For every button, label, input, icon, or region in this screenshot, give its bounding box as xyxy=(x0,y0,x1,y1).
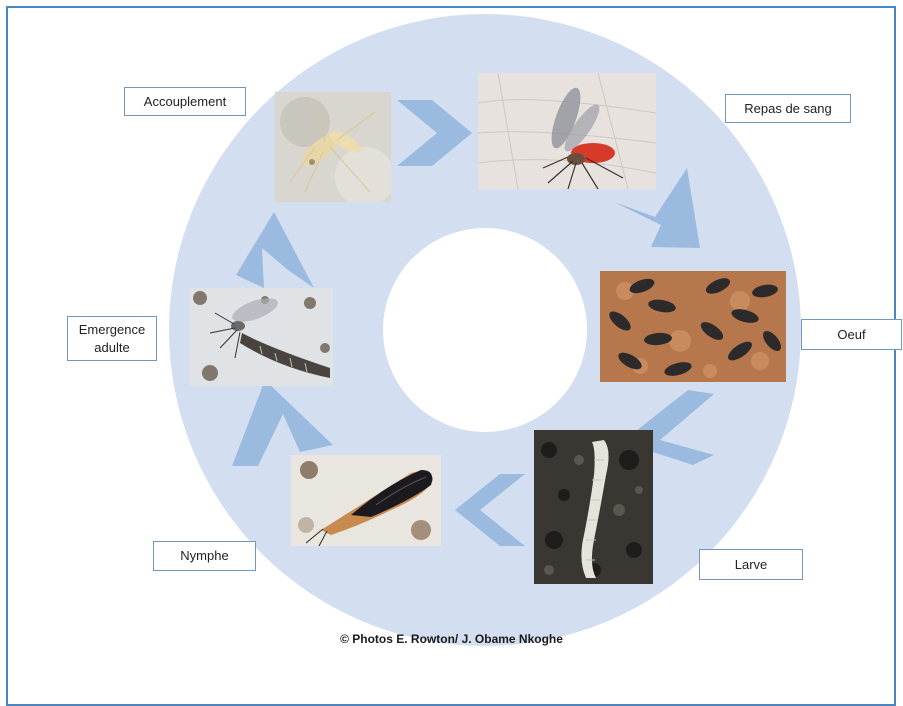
stage-label-larve: Larve xyxy=(699,549,803,580)
stage-label-accouplement: Accouplement xyxy=(124,87,246,116)
ring-center-hole xyxy=(383,228,587,432)
arrow-emergence-to-accouplement xyxy=(236,212,314,288)
stage-label-emergence-adulte: Emergence adulte xyxy=(67,316,157,361)
adult-emergence-photo xyxy=(190,288,333,386)
larva-photo xyxy=(534,430,653,584)
pupa-photo xyxy=(291,455,441,546)
arrow-accouplement-to-repas xyxy=(397,100,472,166)
stage-label-nymphe: Nymphe xyxy=(153,541,256,571)
eggs-photo xyxy=(600,271,786,382)
blood-meal-sandfly-photo xyxy=(478,73,656,189)
arrow-larve-to-nymphe xyxy=(455,474,525,546)
stage-label-repas-de-sang: Repas de sang xyxy=(725,94,851,123)
arrow-nymphe-to-emergence xyxy=(232,380,333,466)
photo-credit: © Photos E. Rowton/ J. Obame Nkoghe xyxy=(340,632,563,646)
stage-label-oeuf: Oeuf xyxy=(801,319,902,350)
arrow-repas-to-oeuf xyxy=(614,168,700,248)
mating-sandflies-photo xyxy=(275,92,391,202)
